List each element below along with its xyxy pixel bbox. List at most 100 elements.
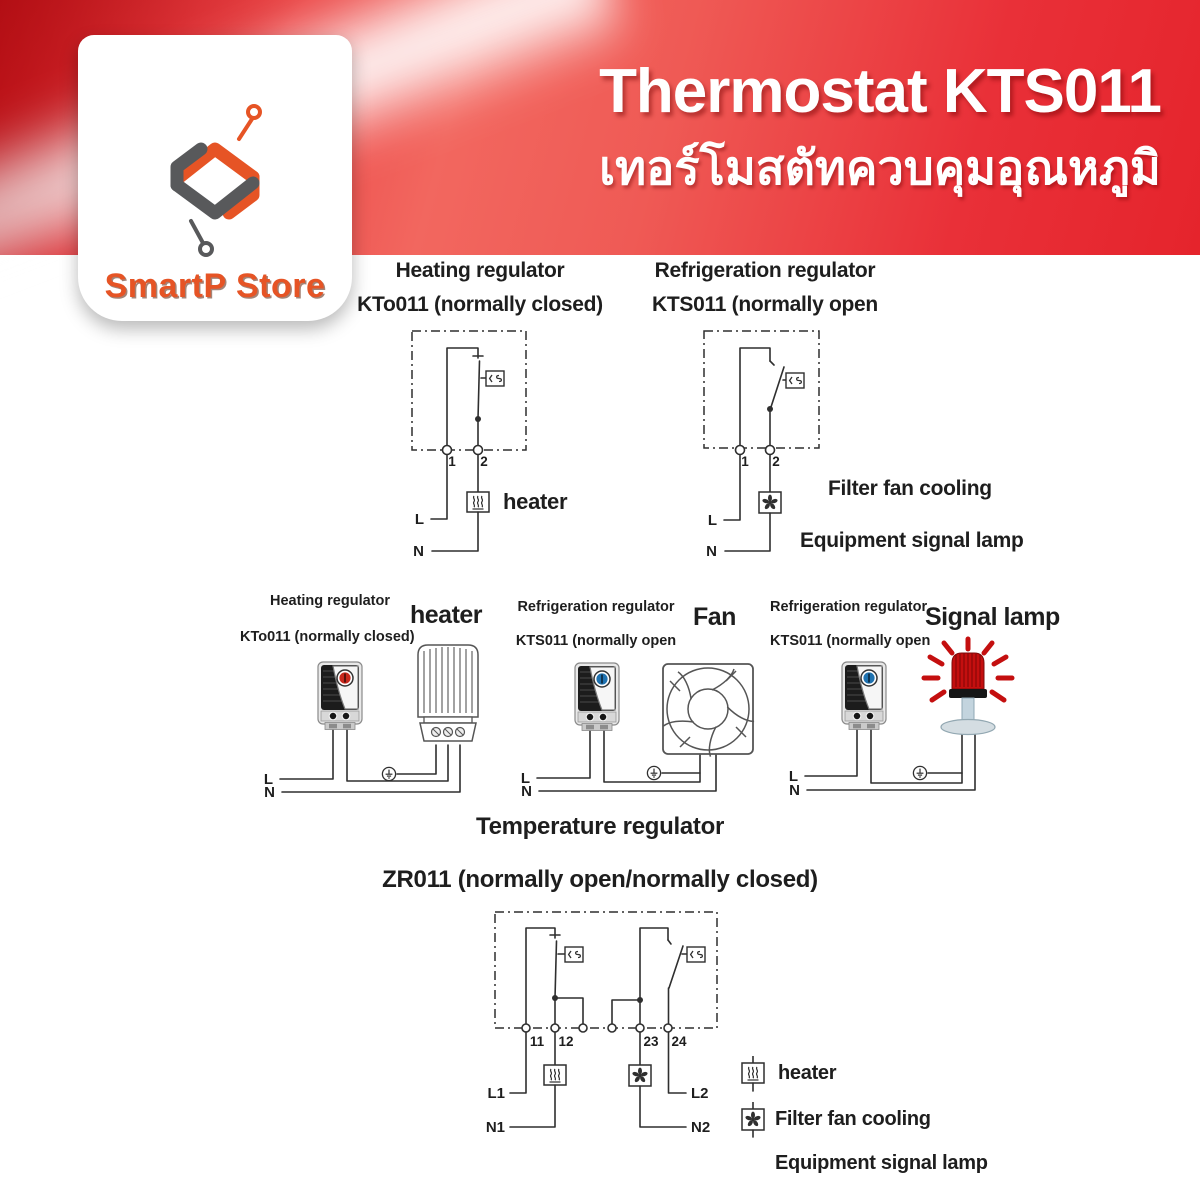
thermostat-sensor-icon	[564, 946, 584, 963]
temperature-regulator-heading: Temperature regulator	[476, 813, 724, 840]
product-group-heater: Heating regulator KTo011 (normally close…	[240, 585, 490, 800]
n2-wire	[639, 1085, 687, 1128]
thermostat-boundary-box	[703, 330, 820, 449]
neutral-wire	[431, 511, 479, 552]
terminal-11-label: 11	[530, 1034, 545, 1049]
switched-wire	[870, 729, 963, 784]
product-group-fan: Refrigeration regulator KTS011 (normally…	[505, 585, 765, 800]
heater-load-label: heater	[503, 489, 568, 514]
neutral-wire	[806, 733, 976, 791]
n-label: N	[264, 784, 275, 800]
no-switch-circuit	[739, 347, 787, 447]
n2-label: N2	[691, 1119, 710, 1136]
regulator-boundary-box	[494, 911, 718, 1029]
thermostat-device-red	[317, 661, 363, 731]
terminal-1-label: 1	[741, 454, 749, 469]
n-label: N	[706, 543, 717, 560]
brand-name: SmartP Store	[104, 267, 326, 305]
heating-diagram-heading: Heating regulator	[395, 259, 565, 282]
page-subtitle-thai: เทอร์โมสตัทควบคุมอุณหภูมิ	[599, 141, 1161, 194]
l2-wire	[667, 1031, 687, 1094]
legend-lamp-label: Equipment signal lamp	[775, 1152, 988, 1174]
legend-fan-label: Filter fan cooling	[775, 1108, 931, 1130]
signal-lamp-device	[924, 639, 1012, 735]
thermostat-sensor-icon	[485, 370, 505, 387]
l-label: L	[789, 768, 798, 785]
terminal-2-label: 2	[772, 454, 780, 469]
group-heading: Refrigeration regulator	[770, 599, 928, 615]
heater-wiring-drawing: L N	[264, 644, 479, 800]
line-wire	[279, 729, 334, 780]
n-label: N	[413, 543, 424, 560]
n-label: N	[789, 782, 800, 799]
line-wire	[536, 730, 591, 779]
group-subheading: KTo011 (normally closed)	[240, 629, 415, 645]
fan-device	[662, 663, 755, 758]
earth-icon	[912, 765, 928, 781]
refrigeration-circuit-diagram: 1 2 L N Filter fan cooling Equipment sig…	[703, 330, 1024, 560]
group-subheading: KTS011 (normally open	[770, 633, 931, 649]
thermostat-sensor-icon	[686, 946, 706, 963]
terminal-2-label: 2	[480, 454, 488, 469]
neutral-wire	[281, 744, 461, 793]
l-label: L	[521, 770, 530, 787]
nc-switch-circuit	[525, 927, 584, 1025]
neutral-wire	[724, 512, 771, 552]
switched-wire	[346, 729, 449, 782]
neutral-wire	[538, 754, 717, 792]
heater-symbol-icon	[466, 491, 490, 513]
heating-circuit-diagram: 1 2 L N heater	[411, 330, 568, 560]
device-label: Fan	[693, 603, 736, 631]
group-subheading: KTS011 (normally open	[515, 633, 677, 649]
switched-wire	[603, 730, 701, 783]
legend-fan-icon	[741, 1102, 765, 1138]
legend-heater-icon	[741, 1056, 765, 1092]
legend: heater Filter fan cooling Equipment sign…	[738, 1056, 1068, 1186]
legend-heater-label: heater	[778, 1062, 837, 1084]
signal-lamp-note: Equipment signal lamp	[800, 529, 1024, 552]
zr011-circuit-diagram: 11 12 23 24 L1 N1 N2 L2	[486, 911, 718, 1136]
page-title: Thermostat KTS011	[599, 57, 1162, 126]
l-label: L	[415, 511, 424, 528]
line-wire	[804, 729, 858, 777]
n1-label: N1	[486, 1119, 505, 1136]
device-label: heater	[410, 601, 483, 629]
group-heading: Heating regulator	[269, 593, 391, 609]
zr011-subheading: ZR011 (normally open/normally closed)	[382, 866, 818, 893]
brand-logo-card: SmartP Store	[78, 35, 352, 321]
l-label: L	[264, 771, 273, 788]
heating-diagram-subheading: KTo011 (normally closed)	[357, 293, 603, 316]
thermostat-sensor-icon	[785, 372, 805, 389]
l-label: L	[708, 512, 717, 529]
heater-device	[417, 644, 479, 742]
refrigeration-diagram-heading: Refrigeration regulator	[654, 259, 876, 282]
group-heading: Refrigeration regulator	[517, 599, 675, 615]
fan-wiring-drawing: L N	[521, 662, 755, 800]
terminal-24-label: 24	[671, 1034, 687, 1049]
no-switch-circuit	[611, 927, 688, 1025]
earth-icon	[381, 766, 397, 782]
terminal-1-label: 1	[448, 454, 456, 469]
line-wire	[723, 453, 741, 521]
product-group-signal-lamp: Refrigeration regulator KTS011 (normally…	[770, 585, 1060, 800]
fan-symbol-icon	[628, 1064, 652, 1087]
thermostat-boundary-box	[411, 330, 527, 451]
l1-wire	[509, 1031, 527, 1094]
lamp-wiring-drawing: L N	[789, 585, 1050, 799]
heater-symbol-icon	[543, 1064, 567, 1086]
terminal-23-label: 23	[643, 1034, 659, 1049]
brand-logo-icon	[170, 104, 262, 257]
n-label: N	[521, 783, 532, 800]
fan-symbol-icon	[758, 491, 782, 514]
device-label: Signal lamp	[925, 603, 1060, 631]
nc-switch-circuit	[446, 347, 487, 447]
fan-cooling-note: Filter fan cooling	[828, 477, 992, 500]
terminal-12-label: 12	[558, 1034, 573, 1049]
l1-label: L1	[487, 1085, 505, 1102]
earth-icon	[646, 765, 662, 781]
n1-wire	[509, 1084, 556, 1128]
line-wire	[430, 453, 448, 520]
l2-label: L2	[691, 1085, 709, 1102]
refrigeration-diagram-subheading: KTS011 (normally open	[652, 293, 878, 316]
